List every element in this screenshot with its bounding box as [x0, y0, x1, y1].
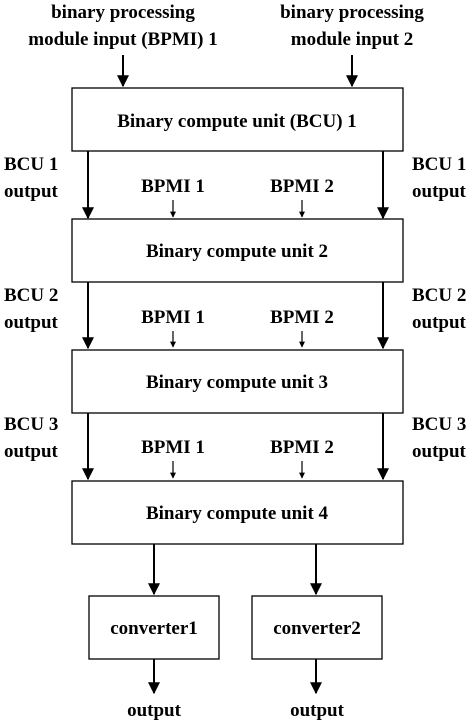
output-1-label: output — [127, 700, 182, 721]
converter-2-label: converter2 — [273, 618, 361, 639]
bpmi-2-label-row2: BPMI 2 — [270, 307, 334, 328]
bcu-1-box — [71, 87, 404, 152]
bcu-2-output-left-line2: output — [4, 312, 59, 333]
bpmi-2-label-row1: BPMI 2 — [270, 176, 334, 197]
bcu-3-output-right-line2: output — [412, 441, 467, 462]
bcu-2-label: Binary compute unit 2 — [146, 241, 328, 262]
bcu-3-output-left-line1: BCU 3 — [4, 414, 58, 435]
bcu-1-output-left-line2: output — [4, 181, 59, 202]
input-2-label-line2: module input 2 — [291, 29, 413, 50]
converter-2-box — [251, 595, 383, 660]
bcu-2-output-right-line2: output — [412, 312, 467, 333]
bcu-2-output-left-line1: BCU 2 — [4, 285, 58, 306]
bcu-3-output-right-line1: BCU 3 — [412, 414, 466, 435]
input-1-label-line1: binary processing — [51, 2, 195, 23]
bcu-1-label: Binary compute unit (BCU) 1 — [117, 111, 357, 132]
bcu-3-label: Binary compute unit 3 — [146, 372, 328, 393]
bcu-3-output-left-line2: output — [4, 441, 59, 462]
converter-1-box — [88, 595, 220, 660]
converter-1-label: converter1 — [110, 618, 198, 639]
bcu-1-output-right-line1: BCU 1 — [412, 154, 466, 175]
input-2-label-line1: binary processing — [280, 2, 424, 23]
bcu-4-box — [71, 480, 404, 545]
input-1-label-line2: module input (BPMI) 1 — [28, 29, 218, 50]
bcu-3-box — [71, 349, 404, 414]
bpmi-1-label-row3: BPMI 1 — [141, 437, 205, 458]
bcu-1-output-left-line1: BCU 1 — [4, 154, 58, 175]
bpmi-1-label-row2: BPMI 1 — [141, 307, 205, 328]
bcu-1-output-right-line2: output — [412, 181, 467, 202]
bcu-2-output-right-line1: BCU 2 — [412, 285, 466, 306]
bpmi-1-label-row1: BPMI 1 — [141, 176, 205, 197]
bcu-4-label: Binary compute unit 4 — [146, 503, 329, 524]
output-2-label: output — [290, 700, 345, 721]
bpmi-2-label-row3: BPMI 2 — [270, 437, 334, 458]
bcu-2-box — [71, 218, 404, 283]
